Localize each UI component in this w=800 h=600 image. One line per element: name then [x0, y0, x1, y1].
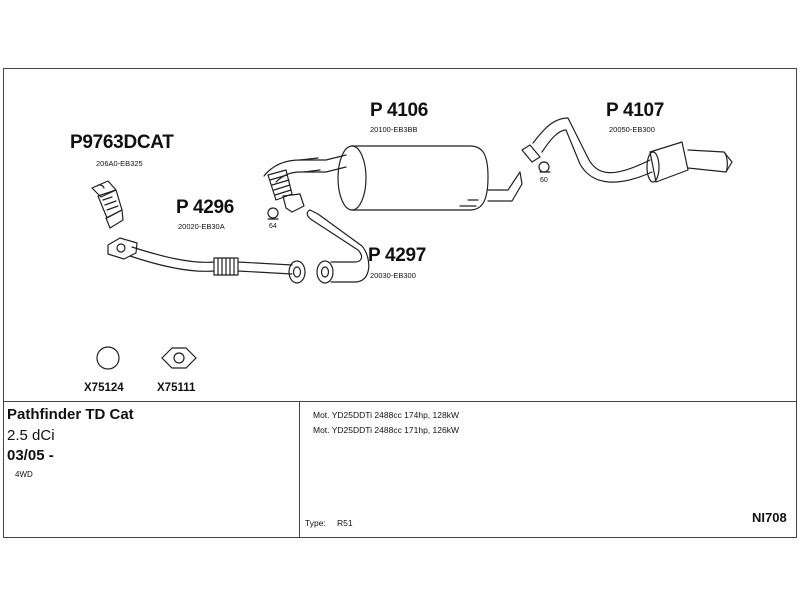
type-value: R51	[337, 518, 353, 528]
clamp-label-left: 64	[269, 223, 277, 230]
part-number-p4297: P 4297	[368, 245, 427, 266]
divider-horizontal	[3, 401, 797, 402]
part-number-p4296: P 4296	[176, 197, 235, 218]
ring-gasket-icon	[96, 346, 120, 370]
flange-gasket-icon	[161, 347, 197, 369]
rear-silencer-part	[521, 117, 733, 183]
vehicle-drive: 4WD	[15, 470, 33, 479]
vehicle-engine: 2.5 dCi	[7, 427, 55, 444]
engine-line-2: Mot. YD25DDTi 2488cc 171hp, 126kW	[313, 425, 459, 435]
part-number-p4107: P 4107	[606, 100, 665, 121]
part-code-p4107: 20050-EB300	[609, 125, 655, 134]
accessory-code-1: X75124	[84, 382, 124, 394]
vehicle-model: Pathfinder TD Cat	[7, 406, 134, 423]
divider-vertical	[299, 401, 300, 538]
centre-silencer-part	[263, 145, 523, 211]
engine-line-1: Mot. YD25DDTi 2488cc 174hp, 128kW	[313, 410, 459, 420]
intermediate-pipe-part	[306, 209, 370, 284]
part-code-p9763dcat: 206A0-EB325	[96, 159, 143, 168]
type-label: Type:	[305, 518, 326, 528]
clamp-label-right: 60	[540, 177, 548, 184]
front-pipe-part	[107, 237, 306, 284]
part-number-p9763dcat: P9763DCAT	[70, 132, 174, 153]
accessory-code-2: X75111	[157, 382, 196, 394]
diagram-frame	[3, 68, 797, 538]
vehicle-date: 03/05 -	[7, 447, 54, 464]
part-code-p4297: 20030-EB300	[370, 271, 416, 280]
part-code-p4106: 20100-EB3BB	[370, 125, 418, 134]
part-number-p4106: P 4106	[370, 100, 429, 121]
catalytic-converter-part	[91, 180, 124, 229]
flex-pipe-part	[267, 169, 305, 220]
part-code-p4296: 20020-EB30A	[178, 222, 225, 231]
reference-code: NI708	[752, 510, 787, 525]
